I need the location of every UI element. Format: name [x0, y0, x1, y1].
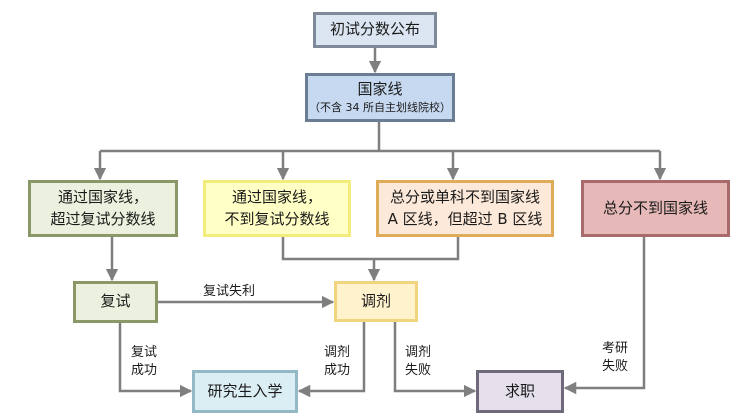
- node-label-line2: A 区线，但超过 B 区线: [387, 209, 543, 228]
- node-label: 国家线: [357, 79, 403, 98]
- node-zone-b: 总分或单科不到国家线 A 区线，但超过 B 区线: [376, 180, 554, 237]
- node-label: 总分不到国家线: [602, 198, 708, 217]
- node-label: 复试: [100, 292, 131, 311]
- edge-label-line2: 成功: [131, 363, 158, 379]
- edge-label-text: 复试失利: [203, 284, 256, 299]
- node-pass-national-not-retest: 通过国家线， 不到复试分数线: [203, 180, 351, 237]
- node-job: 求职: [476, 370, 564, 413]
- node-label: 初试分数公布: [329, 20, 420, 39]
- edge-label-retest-fail: 复试失利: [203, 283, 255, 301]
- node-note: （不含 34 所自主划线院校）: [309, 101, 451, 115]
- node-label-line1: 总分或单科不到国家线: [389, 187, 540, 206]
- node-national-line: 国家线 （不含 34 所自主划线院校）: [305, 73, 455, 122]
- node-label-line1: 通过国家线，: [57, 187, 148, 206]
- edge-label-line2: 成功: [324, 363, 351, 379]
- node-initial-score-release: 初试分数公布: [313, 12, 437, 48]
- edge-label-line1: 复试: [131, 345, 158, 360]
- node-retest: 复试: [73, 281, 158, 323]
- edge-exam-fail: [563, 237, 646, 395]
- edge-merge-to-adjust: [281, 237, 460, 261]
- node-label: 调剂: [360, 291, 391, 310]
- node-label: 研究生入学: [207, 381, 283, 400]
- edge-retest-success: [118, 323, 193, 398]
- edge-label-retest-success: 复试 成功: [131, 344, 157, 380]
- edge-label-line2: 失败: [602, 359, 629, 375]
- node-adjust: 调剂: [334, 281, 418, 322]
- node-fail-total: 总分不到国家线: [581, 180, 730, 237]
- edge-label-line2: 失败: [405, 363, 432, 379]
- edge-label-line1: 考研: [602, 341, 629, 356]
- node-label-line2: 超过复试分数线: [50, 209, 156, 228]
- node-label-line1: 通过国家线，: [231, 187, 322, 206]
- edge-label-line1: 调剂: [405, 345, 432, 360]
- edge-adjust-fail: [393, 322, 477, 398]
- edge-label-line1: 调剂: [324, 345, 351, 360]
- node-pass-both-lines: 通过国家线， 超过复试分数线: [28, 180, 178, 237]
- edge-label-adjust-fail: 调剂 失败: [405, 344, 431, 380]
- node-admission: 研究生入学: [192, 370, 298, 413]
- edge-label-exam-fail: 考研 失败: [602, 340, 628, 376]
- node-label-line2: 不到复试分数线: [224, 209, 330, 228]
- edge-label-adjust-success: 调剂 成功: [324, 344, 350, 380]
- node-label: 求职: [504, 381, 535, 400]
- edge-adjust-success: [297, 322, 366, 398]
